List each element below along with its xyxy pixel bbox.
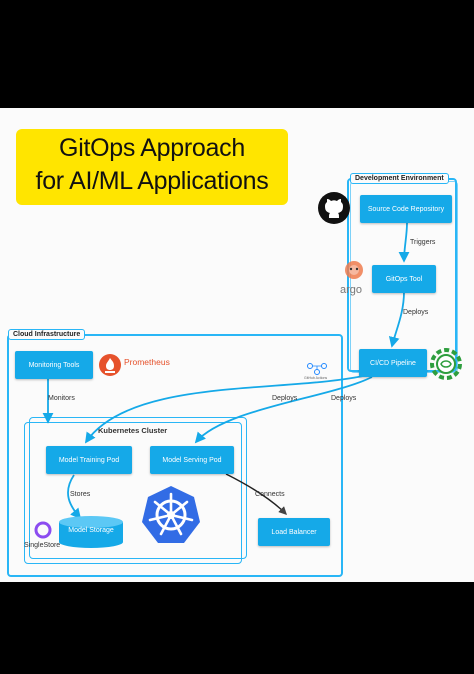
cicd-pipeline-node: CI/CD Pipeline	[359, 349, 427, 377]
kubernetes-icon	[140, 484, 202, 551]
model-storage-label: Model Storage	[68, 527, 114, 534]
gitops-tool-node: GitOps Tool	[372, 265, 436, 293]
dev-environment-label: Development Environment	[350, 173, 449, 184]
kubernetes-cluster-label: Kubernetes Cluster	[98, 426, 168, 435]
monitors-label: Monitors	[48, 395, 75, 402]
edge-deploys-gitops	[388, 291, 405, 348]
edge-stores	[67, 474, 82, 520]
github-icon	[318, 192, 350, 229]
edge-deploys-training	[84, 375, 364, 444]
github-actions-wordmark: GitHub Actions	[304, 376, 328, 380]
title-line-1: GitOps Approach	[59, 134, 245, 162]
title-line-2: for AI/ML Applications	[35, 167, 269, 195]
argo-icon: argo	[338, 258, 370, 300]
kubernetes-cluster-back	[29, 417, 247, 559]
model-training-pod-node: Model Training Pod	[46, 446, 132, 474]
monitoring-tools-node: Monitoring Tools	[15, 351, 93, 379]
singlestore-icon	[34, 521, 52, 544]
deploys-gitops-label: Deploys	[403, 309, 429, 316]
cloud-infrastructure-label: Cloud Infrastructure	[8, 329, 86, 340]
deploys-serving-label: Deploys	[331, 395, 357, 402]
kubernetes-cluster-group	[24, 422, 242, 564]
prometheus-icon	[99, 354, 121, 381]
edge-connects	[225, 473, 287, 515]
stores-label: Stores	[70, 491, 91, 498]
connects-label: Connects	[255, 491, 285, 498]
model-serving-pod-node: Model Serving Pod	[150, 446, 234, 474]
github-actions-icon	[306, 362, 328, 381]
edge-triggers	[398, 222, 410, 263]
argo-wordmark: argo	[340, 284, 363, 296]
load-balancer-node: Load Balancer	[258, 518, 330, 546]
prometheus-wordmark: Prometheus	[124, 357, 170, 367]
title-banner: GitOps Approach for AI/ML Applications	[16, 129, 288, 205]
diagram-canvas: GitOps Approach for AI/ML Applications D…	[0, 108, 474, 582]
cicd-gear-icon	[430, 348, 462, 385]
edge-deploys-serving	[194, 376, 373, 444]
deploys-training-label: Deploys	[272, 395, 298, 402]
triggers-label: Triggers	[410, 239, 436, 246]
singlestore-wordmark: SingleStore	[24, 542, 61, 549]
connector-lines	[42, 222, 410, 520]
cloud-infrastructure-group	[7, 334, 343, 577]
model-storage-node: Model Storage	[59, 516, 123, 548]
source-code-repository-node: Source Code Repository	[360, 195, 452, 223]
